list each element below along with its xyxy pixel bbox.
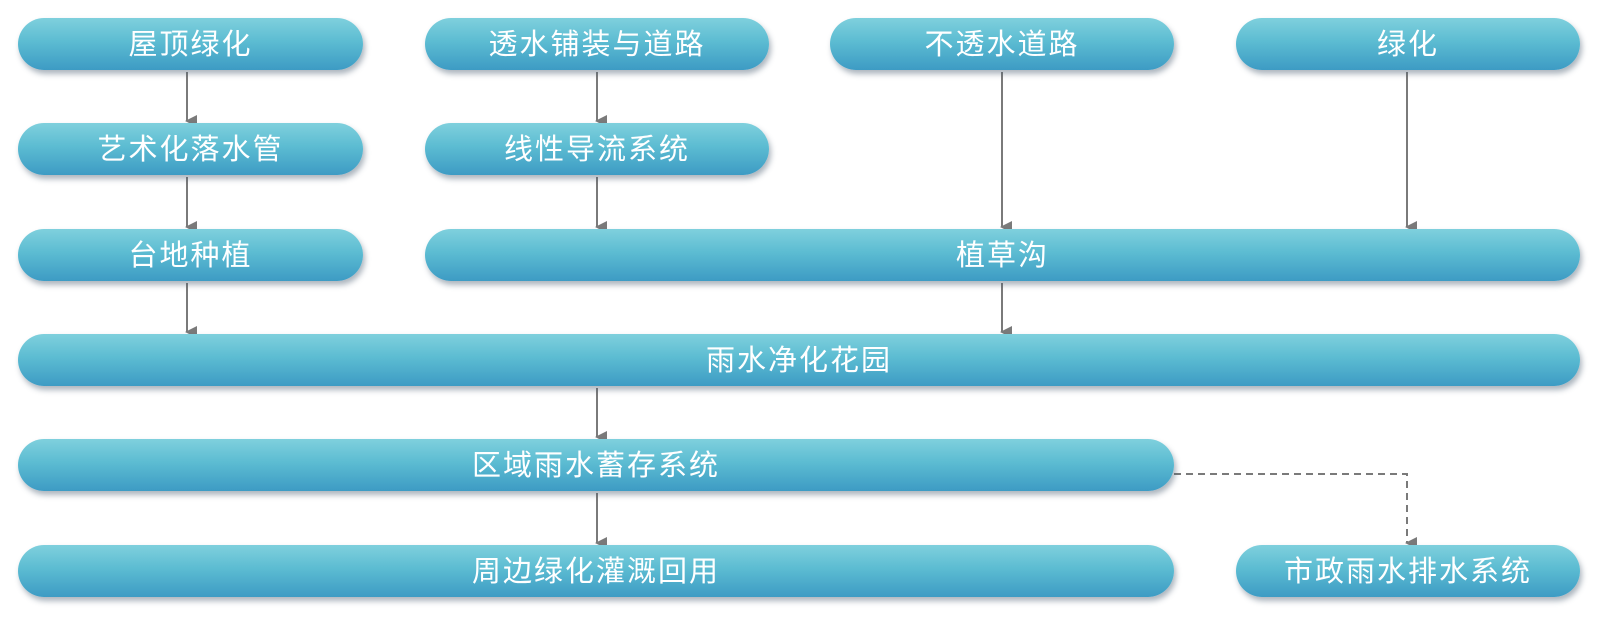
node-label: 透水铺装与道路 [488,27,706,61]
node-regional-storage: 区域雨水蓄存系统 [18,439,1174,491]
dashed-arrow-storage-to-municipal [1174,473,1417,549]
node-greening: 绿化 [1236,18,1580,70]
node-rain-garden: 雨水净化花园 [18,334,1580,386]
node-label: 屋顶绿化 [128,27,253,61]
node-label: 台地种植 [128,238,253,272]
node-linear-drainage: 线性导流系统 [425,123,769,175]
node-label: 绿化 [1376,27,1439,61]
node-roof-greening: 屋顶绿化 [18,18,363,70]
node-label: 艺术化落水管 [97,132,284,166]
node-impermeable-road: 不透水道路 [830,18,1174,70]
node-permeable-paving: 透水铺装与道路 [425,18,769,70]
node-label: 线性导流系统 [503,132,690,166]
node-label: 植草沟 [955,238,1049,272]
node-label: 周边绿化灌溉回用 [471,554,720,588]
node-label: 不透水道路 [924,27,1080,61]
node-label: 雨水净化花园 [705,343,892,377]
node-label: 市政雨水排水系统 [1283,554,1532,588]
node-terrace-planting: 台地种植 [18,229,363,281]
node-municipal-drainage: 市政雨水排水系统 [1236,545,1580,597]
node-label: 区域雨水蓄存系统 [471,448,720,482]
node-irrigation-reuse: 周边绿化灌溉回用 [18,545,1174,597]
node-grass-swale: 植草沟 [425,229,1580,281]
node-artistic-downpipe: 艺术化落水管 [18,123,363,175]
